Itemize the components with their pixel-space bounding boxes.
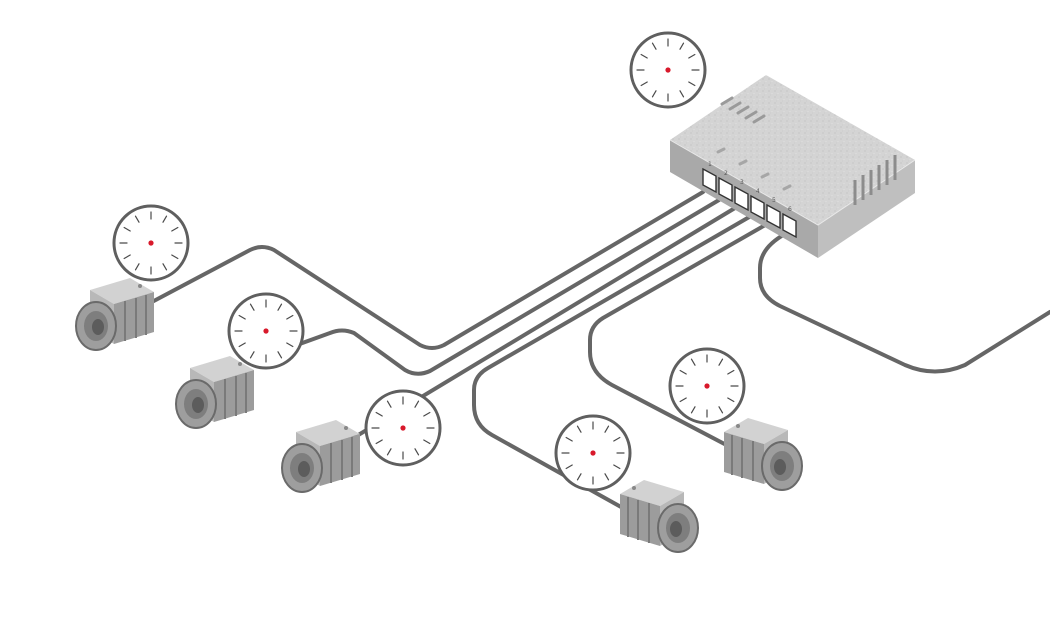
clock-tick	[238, 314, 246, 320]
clock-tick	[613, 464, 621, 470]
clock-camera-4	[554, 414, 632, 492]
clock-tick	[123, 226, 131, 232]
camera-5	[724, 418, 803, 491]
switch-port-3: 3	[734, 179, 749, 212]
clock-tick	[277, 303, 283, 311]
switch-port-6: 6	[782, 206, 797, 239]
switch-ports: 1 2 3 4 5 6	[702, 161, 797, 239]
clock-tick	[640, 53, 648, 59]
industrial-camera-icon	[175, 356, 254, 429]
clock-tick	[286, 342, 294, 348]
clock-tick	[688, 53, 696, 59]
clock-tick	[576, 425, 582, 433]
camera-3	[281, 420, 360, 493]
clock-tick	[651, 90, 657, 98]
cable-uplink	[758, 232, 1050, 374]
switch-port-5: 5	[766, 197, 781, 230]
cable-camera-2	[248, 198, 721, 376]
clock-tick	[604, 473, 610, 481]
cable-camera-5	[588, 222, 769, 462]
clock-tick	[679, 42, 685, 50]
clock-tick	[277, 351, 283, 359]
port-label-4: 4	[756, 188, 760, 195]
camera-1	[75, 278, 154, 351]
clock-camera-2	[227, 292, 305, 370]
clock-camera-1	[112, 204, 190, 282]
clock-camera-5	[668, 347, 746, 425]
port-label-1: 1	[708, 161, 712, 168]
industrial-camera-icon	[281, 420, 360, 493]
switch-port-4: 4	[750, 188, 765, 221]
switch-top-vents	[720, 96, 766, 124]
clock-tick	[386, 448, 392, 456]
clock-tick	[679, 397, 687, 403]
port-label-3: 3	[740, 179, 744, 186]
switch-port-2: 2	[718, 170, 733, 203]
clock-tick	[690, 406, 696, 414]
clock-tick	[727, 397, 735, 403]
clock-tick	[604, 425, 610, 433]
clock-tick	[249, 303, 255, 311]
clock-tick	[651, 42, 657, 50]
industrial-camera-icon	[620, 480, 699, 553]
clock-tick	[375, 411, 383, 417]
clock-center-dot	[704, 383, 710, 389]
clock-tick	[565, 464, 573, 470]
clock-center-dot	[263, 328, 269, 334]
clock-tick	[423, 411, 431, 417]
clock-tick	[238, 342, 246, 348]
clock-tick	[613, 436, 621, 442]
clock-tick	[414, 448, 420, 456]
port-label-2: 2	[724, 170, 728, 177]
clock-center-dot	[400, 425, 406, 431]
clock-center-dot	[148, 240, 154, 246]
cable-camera-1	[148, 190, 705, 350]
switch-side	[818, 160, 915, 258]
clock-tick	[249, 351, 255, 359]
clock-tick	[576, 473, 582, 481]
clock-switch	[629, 31, 707, 109]
clock-tick	[727, 369, 735, 375]
clock-tick	[679, 90, 685, 98]
clock-tick	[162, 215, 168, 223]
clock-tick	[134, 263, 140, 271]
clock-tick	[688, 81, 696, 87]
industrial-camera-icon	[75, 278, 154, 351]
clock-tick	[286, 314, 294, 320]
clock-center-dot	[590, 450, 596, 456]
switch-status-leds	[716, 147, 792, 191]
camera-4	[620, 480, 699, 553]
clock-tick	[565, 436, 573, 442]
port-label-5: 5	[772, 197, 776, 204]
network-switch-icon: 1 2 3 4 5 6	[669, 75, 916, 258]
clock-tick	[640, 81, 648, 87]
clock-tick	[679, 369, 687, 375]
clock-tick	[123, 254, 131, 260]
clock-tick	[162, 263, 168, 271]
clock-tick	[423, 439, 431, 445]
clock-tick	[718, 358, 724, 366]
clock-tick	[690, 358, 696, 366]
clock-tick	[171, 226, 179, 232]
port-label-6: 6	[788, 206, 792, 213]
clocks	[112, 31, 746, 492]
switch-side-vents	[853, 155, 897, 205]
clock-center-dot	[665, 67, 671, 73]
clock-tick	[386, 400, 392, 408]
clock-tick	[375, 439, 383, 445]
clock-tick	[718, 406, 724, 414]
cable-camera-4	[472, 214, 753, 514]
industrial-camera-icon	[724, 418, 803, 491]
clock-tick	[171, 254, 179, 260]
camera-2	[175, 356, 254, 429]
switch-port-1: 1	[702, 161, 717, 194]
clock-tick	[414, 400, 420, 408]
clock-tick	[134, 215, 140, 223]
clock-camera-3	[364, 389, 442, 467]
